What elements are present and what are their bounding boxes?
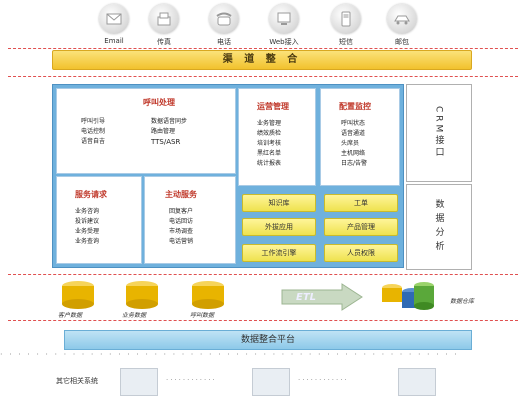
service-request-title: 服务请求: [75, 190, 107, 199]
operations-item: 统计报表: [257, 160, 282, 167]
service-request-item: 业务咨询: [75, 208, 100, 215]
server-icon: [252, 368, 290, 396]
channel-mail-package: 邮包: [380, 4, 424, 47]
email-icon: [99, 4, 129, 34]
data-analysis-label: 数据分析: [433, 199, 444, 255]
config-monitor-item: 头席员: [341, 140, 360, 147]
channel-label: 传真: [157, 38, 171, 46]
channel-email: Email: [92, 4, 136, 45]
fax-icon: [149, 4, 179, 34]
channel-label: Email: [104, 37, 124, 45]
active-service-item: 电话回访: [169, 218, 194, 225]
active-service-item: 市场调查: [169, 228, 194, 235]
dots-connector: ············: [166, 376, 217, 384]
phone-icon: [209, 4, 239, 34]
operations-item: 绩效质检: [257, 130, 282, 137]
work-order-button[interactable]: 工单: [324, 194, 398, 212]
channel-label: 邮包: [395, 38, 409, 46]
dotted-separator: · · · · · · · · · · · · · · · · · · · · …: [0, 350, 459, 359]
call-processing-title: 呼叫处理: [143, 98, 175, 107]
service-request-item: 投诉建议: [75, 218, 100, 225]
divider-line: [8, 76, 518, 77]
data-sources-graphic: [62, 281, 434, 311]
channel-label: 短信: [339, 38, 353, 46]
operations-item: 黑红名单: [257, 150, 282, 157]
config-monitor-title: 配置监控: [339, 102, 371, 111]
data-integration-platform-bar: 数据整合平台: [64, 330, 472, 350]
customer-db-icon: [62, 281, 94, 309]
server-icon: [120, 368, 158, 396]
operations-item: 培训考核: [257, 140, 282, 147]
knowledge-base-button[interactable]: 知识库: [242, 194, 316, 212]
business-db-icon: [126, 281, 158, 309]
customer-db-label: 客户数据: [58, 312, 83, 319]
call-item: 呼叫引导: [81, 118, 106, 125]
divider-line: [8, 274, 518, 275]
divider-line: [8, 320, 518, 321]
call-item: 数据语音同步: [151, 118, 188, 125]
active-service-item: 电话营销: [169, 238, 194, 245]
channel-web: Web接入: [262, 4, 306, 47]
config-monitor-item: 语音通道: [341, 130, 366, 137]
call-db-icon: [192, 281, 224, 309]
channel-fax: 传真: [142, 4, 186, 47]
data-warehouse-label: 数据仓库: [450, 298, 475, 305]
other-systems-label: 其它相关系统: [56, 377, 98, 385]
service-request-item: 业务查询: [75, 238, 100, 245]
workflow-engine-button[interactable]: 工作流引擎: [242, 244, 316, 262]
operations-title: 运营管理: [257, 102, 289, 111]
active-service-item: 回复客户: [169, 208, 194, 215]
etl-arrow-icon: [281, 283, 363, 311]
config-monitor-item: 主机网络: [341, 150, 366, 157]
crm-interface-label: CRM接口: [433, 106, 444, 160]
data-analysis-box: 数据分析: [406, 184, 472, 270]
etl-label: ETL: [296, 292, 317, 303]
channel-label: Web接入: [269, 38, 299, 46]
mail-package-icon: [387, 4, 417, 34]
outbound-app-button[interactable]: 外拔应用: [242, 218, 316, 236]
server-icon: [398, 368, 436, 396]
config-monitor-box: 配置监控 呼叫状态 语音通道 头席员 主机网络 日志/告警: [320, 88, 400, 186]
call-db-label: 呼叫数据: [190, 312, 215, 319]
channel-phone: 电话: [202, 4, 246, 47]
user-permission-button[interactable]: 人员权限: [324, 244, 398, 262]
call-item: 语音自吉: [81, 138, 106, 145]
operations-box: 运营管理 业务管理 绩效质检 培训考核 黑红名单 统计报表: [238, 88, 316, 186]
call-item: 路由管理: [151, 128, 176, 135]
call-item: 电话控制: [81, 128, 106, 135]
product-management-button[interactable]: 产品管理: [324, 218, 398, 236]
active-service-title: 主动服务: [165, 190, 197, 199]
operations-item: 业务管理: [257, 120, 282, 127]
channel-sms: 短信: [324, 4, 368, 47]
web-icon: [269, 4, 299, 34]
channel-label: 电话: [217, 38, 231, 46]
call-processing-box: 呼叫处理 呼叫引导 电话控制 语音自吉 数据语音同步 路由管理 TTS/ASR: [56, 88, 236, 174]
data-warehouse-icon: [382, 282, 434, 310]
crm-interface-box: CRM接口: [406, 84, 472, 182]
active-service-box: 主动服务 回复客户 电话回访 市场调查 电话营销: [144, 176, 236, 264]
config-monitor-item: 呼叫状态: [341, 120, 366, 127]
business-db-label: 业务数据: [122, 312, 147, 319]
config-monitor-item: 日志/告警: [341, 160, 368, 167]
sms-icon: [331, 4, 361, 34]
service-request-item: 业务受理: [75, 228, 100, 235]
channel-integration-bar: 渠 道 整 合: [52, 50, 472, 70]
call-item: TTS/ASR: [151, 138, 181, 146]
divider-line: [8, 48, 518, 49]
dots-connector: ············: [298, 376, 349, 384]
service-request-box: 服务请求 业务咨询 投诉建议 业务受理 业务查询: [56, 176, 142, 264]
